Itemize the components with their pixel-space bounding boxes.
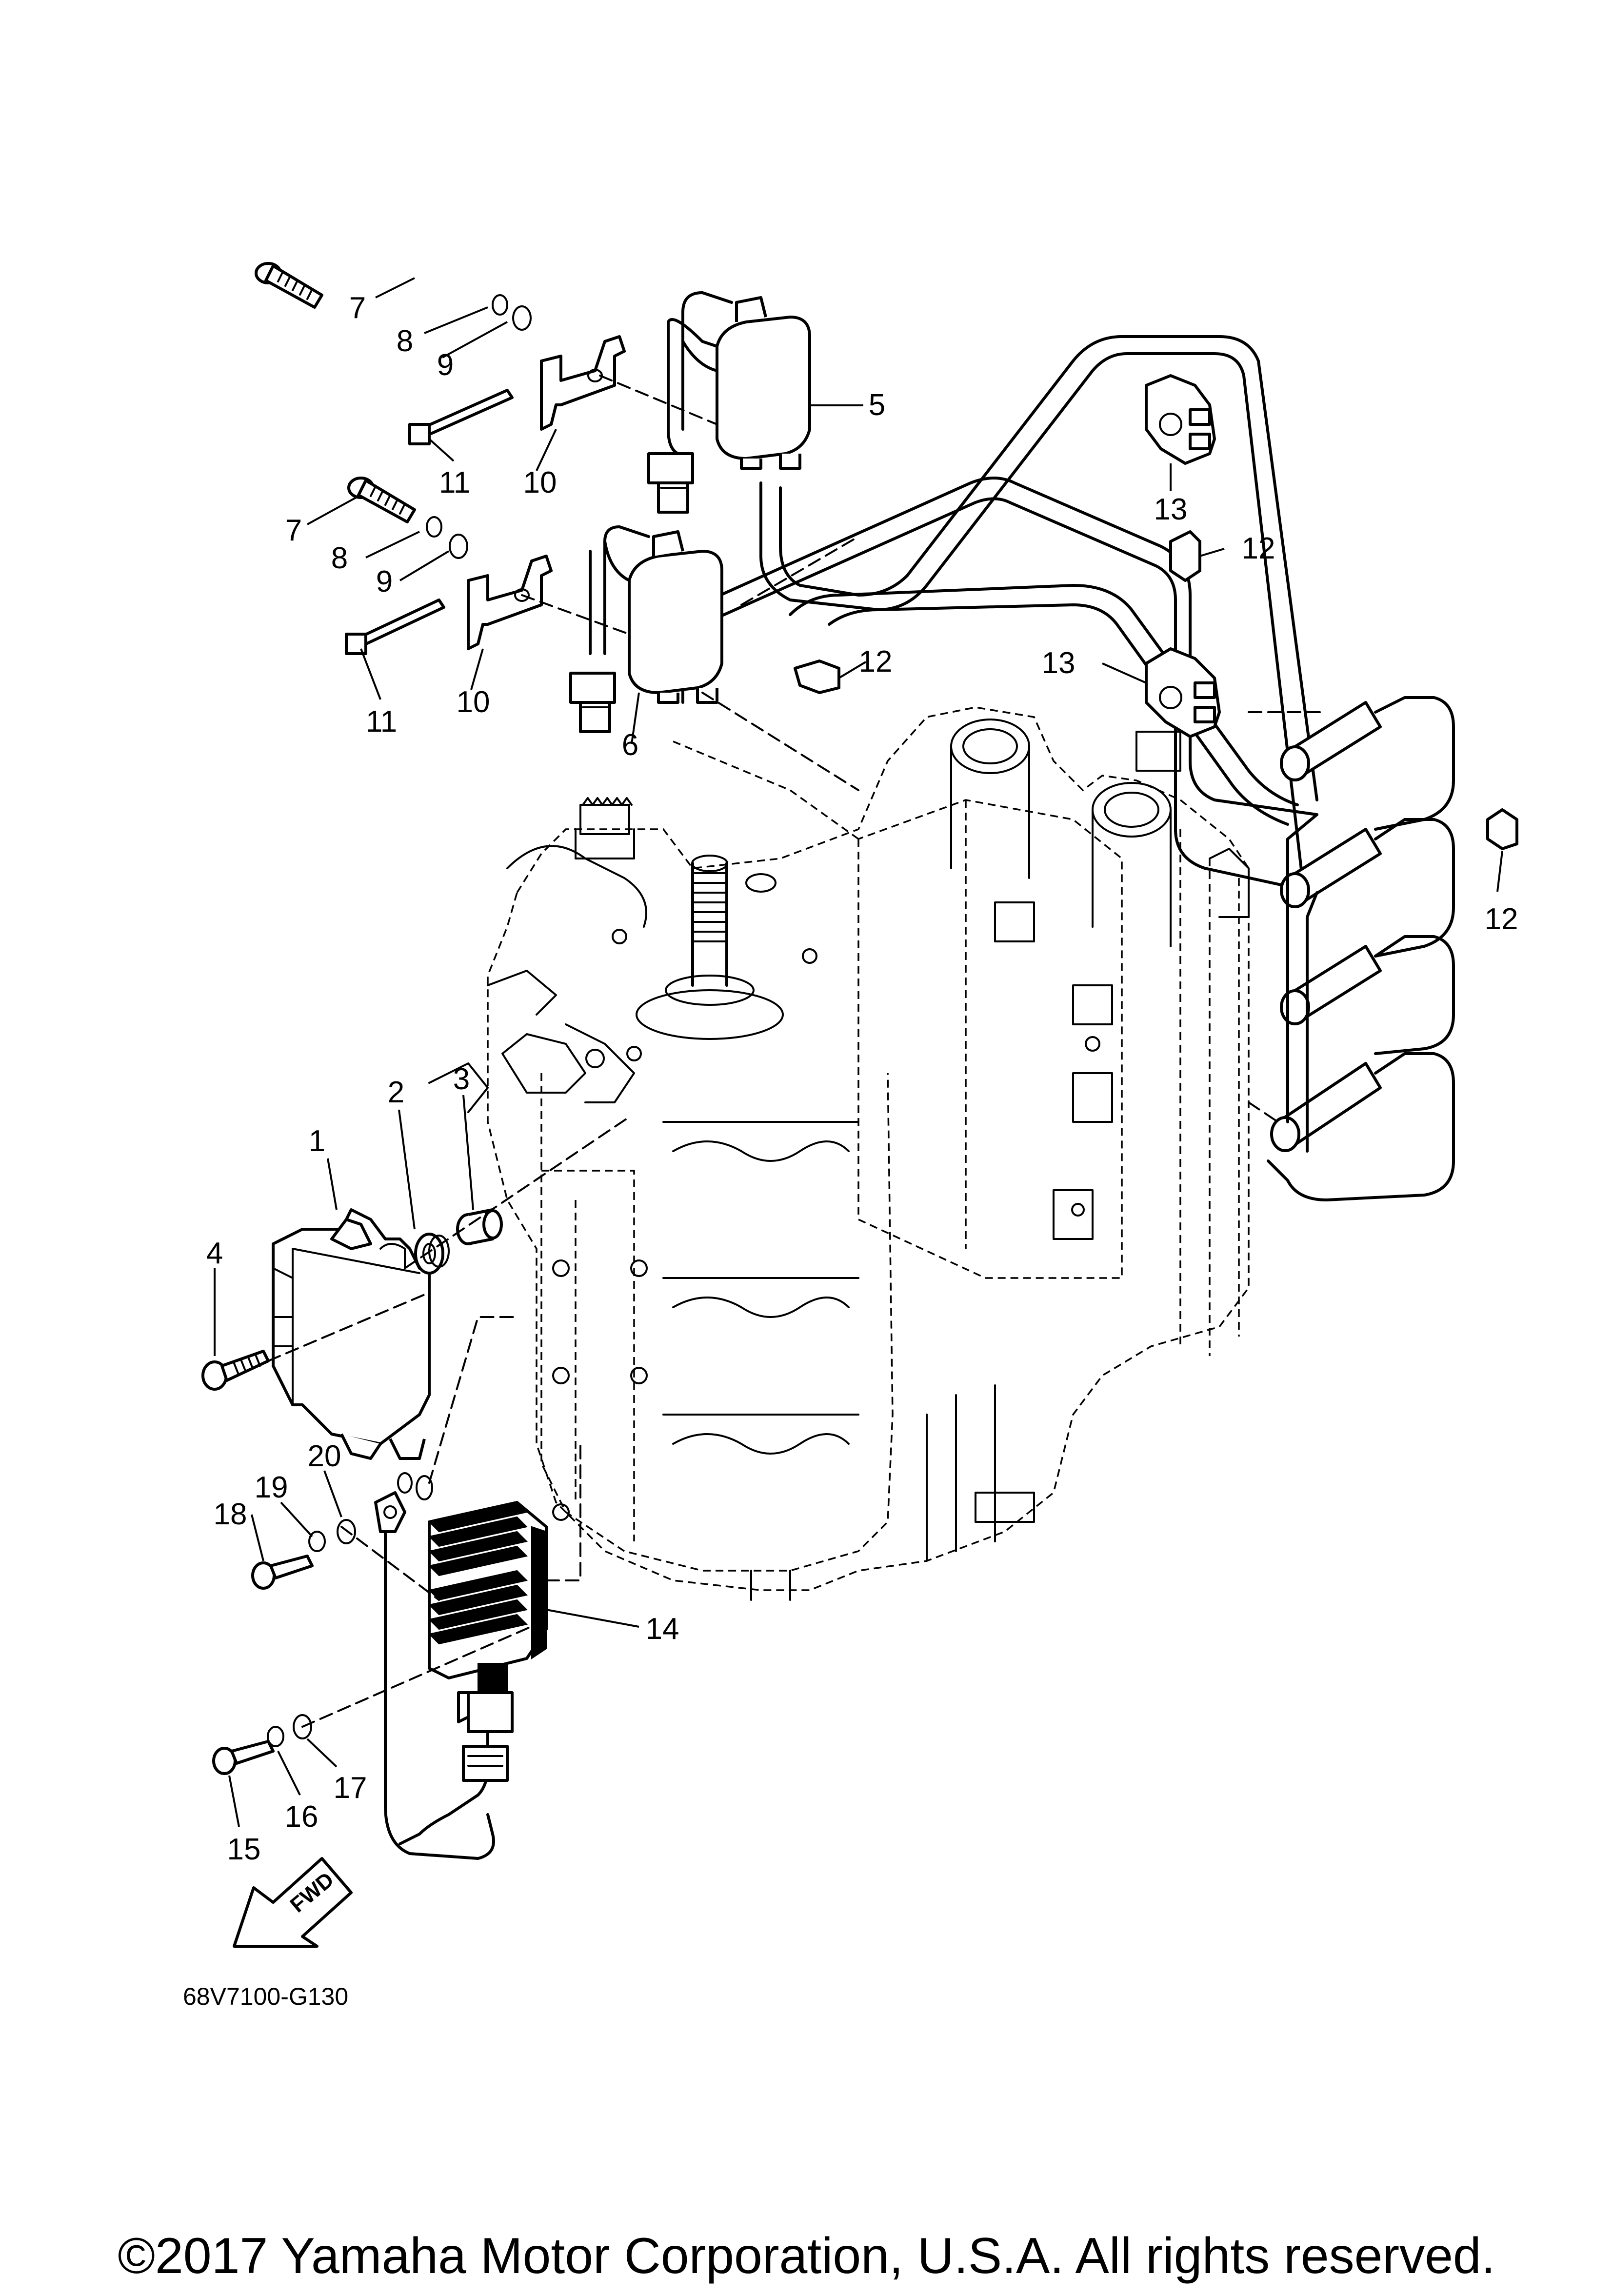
bolt-15-washers xyxy=(212,1714,312,1775)
callout-18: 18 xyxy=(213,1497,247,1531)
holder-13-lower xyxy=(1135,647,1221,772)
callout-9-lower: 9 xyxy=(376,565,393,599)
bracket-10-lower xyxy=(467,555,553,650)
washers-8-9 xyxy=(426,294,532,559)
callout-1: 1 xyxy=(308,1124,326,1158)
callout-9-upper: 9 xyxy=(437,348,454,382)
ignition-coil-6 xyxy=(569,525,723,733)
plug-cap-1 xyxy=(1280,696,1455,831)
bolt-7-upper xyxy=(255,262,323,309)
callout-4: 4 xyxy=(206,1237,223,1270)
grommet-2 xyxy=(414,1233,450,1275)
callout-15: 15 xyxy=(227,1833,261,1866)
bolt-18-washers xyxy=(251,1519,356,1590)
callout-8-lower: 8 xyxy=(331,541,348,575)
holder-13-upper xyxy=(1145,374,1216,465)
callout-16: 16 xyxy=(284,1800,319,1834)
callout-12-upper: 12 xyxy=(1241,532,1275,565)
rectifier-connector xyxy=(462,1745,509,1782)
collar-3 xyxy=(456,1208,503,1245)
cable-tie-11-lower xyxy=(345,599,445,655)
leader-lines xyxy=(214,277,1503,1827)
callout-12-middle: 12 xyxy=(858,645,893,679)
ground-lead xyxy=(374,1491,495,1860)
callout-12-right: 12 xyxy=(1484,902,1518,936)
callout-11-lower: 11 xyxy=(365,705,398,739)
callout-7-upper: 7 xyxy=(349,291,366,325)
cable-tie-11-upper xyxy=(408,389,514,445)
ignition-coil-5 xyxy=(647,291,811,514)
bracket-10-upper xyxy=(540,335,626,431)
callout-10-upper: 10 xyxy=(523,466,557,499)
bolt-7-lower xyxy=(347,477,416,523)
callout-13-lower: 13 xyxy=(1041,646,1075,680)
callout-11-upper: 11 xyxy=(438,466,471,499)
callout-20: 20 xyxy=(307,1439,341,1473)
harness-washers-top xyxy=(397,1472,433,1500)
clamp-12 xyxy=(794,530,1518,850)
copyright-footer: ©2017 Yamaha Motor Corporation, U.S.A. A… xyxy=(118,2228,1495,2284)
engine-block-outline xyxy=(428,706,1250,1601)
high-tension-cords xyxy=(662,335,1455,1201)
callout-3: 3 xyxy=(453,1062,470,1096)
callout-7-lower: 7 xyxy=(285,514,302,547)
callout-6: 6 xyxy=(621,728,639,762)
callout-10-lower: 10 xyxy=(456,685,490,719)
rectifier-regulator-14 xyxy=(398,1501,548,1845)
callout-14: 14 xyxy=(645,1612,679,1646)
callout-17: 17 xyxy=(333,1771,367,1805)
callout-13-upper: 13 xyxy=(1154,493,1188,526)
plug-cap-4 xyxy=(1267,1052,1455,1201)
part-code: 68V7100-G130 xyxy=(183,1983,349,2010)
callout-5: 5 xyxy=(868,388,886,422)
bolt-4 xyxy=(201,1350,270,1391)
callout-2: 2 xyxy=(387,1076,405,1109)
fwd-direction-arrow xyxy=(233,1857,353,1948)
cdi-unit-1 xyxy=(272,1208,431,1460)
callout-19: 19 xyxy=(254,1471,288,1504)
callout-8-upper: 8 xyxy=(396,324,414,358)
